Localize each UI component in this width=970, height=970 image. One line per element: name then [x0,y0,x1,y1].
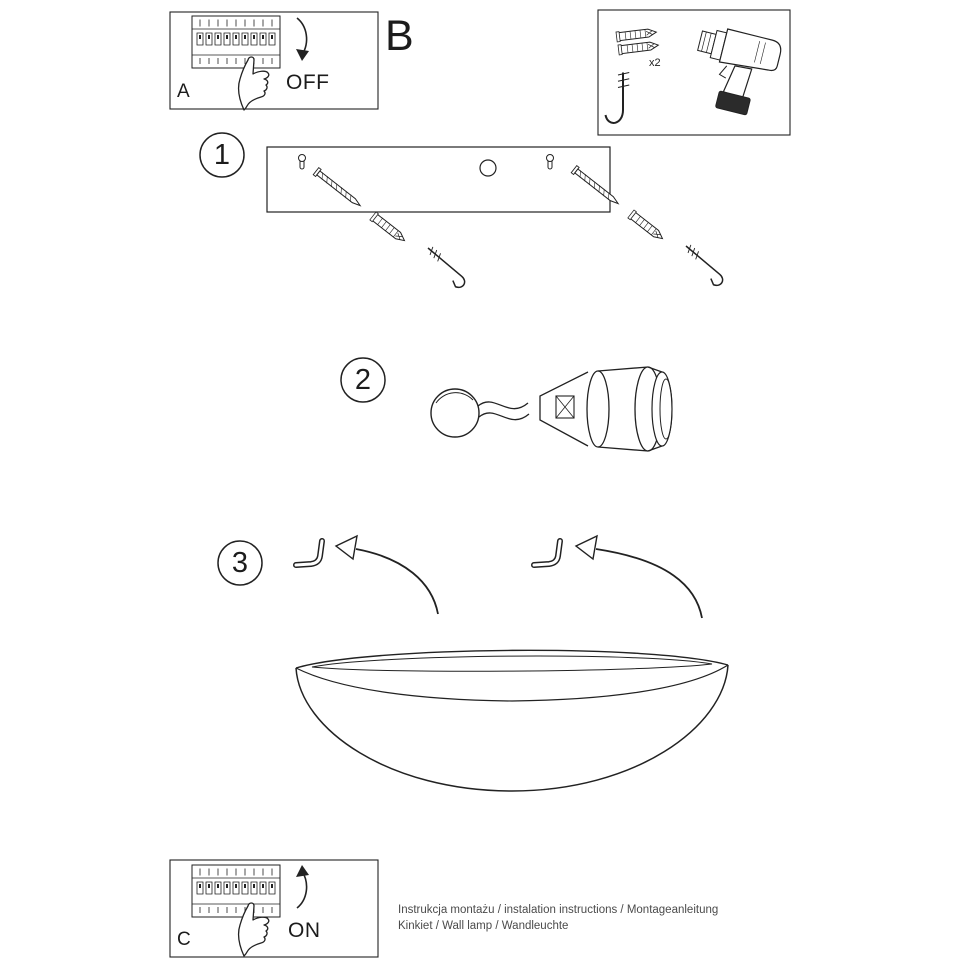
step3-number: 3 [231,546,249,579]
panel-a [169,11,379,111]
hook-icon [531,538,563,568]
plug-quantity: x2 [649,57,661,69]
panel-c-label: C [177,929,191,950]
curved-arrow-icon [574,534,703,619]
cable-coil [430,388,480,438]
step1-number: 1 [213,138,231,171]
hook-screw-icon [419,244,471,291]
breaker-panel-icon [191,15,281,69]
hook-screw-icon [677,242,729,289]
step1-illustration [199,132,729,291]
mounting-plate [266,146,611,213]
breaker-panel-icon [191,864,281,918]
panel-a-label: A [177,81,190,102]
step2-illustration [340,357,673,452]
drill-icon [697,28,782,116]
lampshade [295,649,729,792]
keyhole-slot [298,154,306,170]
footer-line-2: Kinkiet / Wall lamp / Wandleuchte [398,920,569,932]
step1-circle [199,132,245,178]
panel-c [169,859,379,958]
off-label: OFF [286,71,330,94]
wall-plug-icon [369,211,409,246]
plate-center-hole [479,159,497,177]
step3-illustration [217,534,729,792]
curved-arrow-icon [334,534,439,615]
step2-circle [340,357,386,403]
tools-box [597,9,791,136]
lamp-wires [477,401,530,421]
hook-icon [293,538,325,568]
lamp-socket [539,366,673,452]
keyhole-slot [546,154,554,170]
step2-number: 2 [354,363,372,396]
wall-plug-icon [627,209,667,244]
step3-circle [217,540,263,586]
on-label: ON [288,919,321,942]
footer-line-1: Instrukcja montażu / instalation instruc… [398,904,719,916]
section-b-label: B [385,12,414,60]
